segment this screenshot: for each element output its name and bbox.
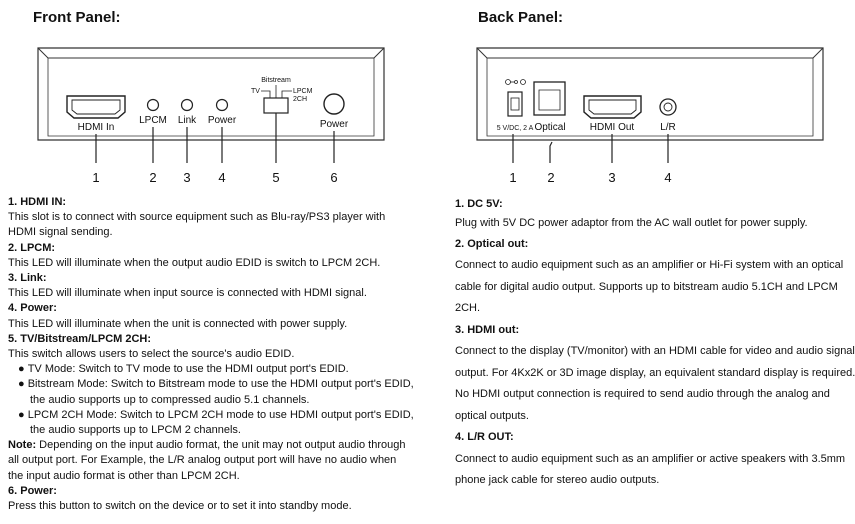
front-note-text: all output port. For Example, the L/R an… bbox=[8, 454, 397, 467]
front-switch-text: This switch allows users to select the s… bbox=[8, 348, 295, 361]
front-hdmi-in-text: This slot is to connect with source equi… bbox=[8, 211, 386, 224]
front-power-button-heading: 6. Power: bbox=[8, 484, 57, 497]
back-dc-heading: 1. DC 5V: bbox=[455, 198, 503, 210]
front-panel-description: 1. HDMI IN: This slot is to connect with… bbox=[8, 195, 428, 514]
back-optical-text: Connect to audio equipment such as an am… bbox=[455, 259, 844, 271]
edid-switch-icon bbox=[261, 85, 292, 114]
front-link-text: This LED will illuminate when input sour… bbox=[8, 287, 367, 300]
dc-jack-icon bbox=[507, 91, 523, 117]
callout-back-1: 1 bbox=[509, 170, 516, 185]
front-panel-outline bbox=[37, 47, 385, 141]
label-hdmi-in: HDMI In bbox=[78, 122, 115, 133]
back-hdmi-out-text: Connect to the display (TV/monitor) with… bbox=[455, 345, 855, 357]
bullet-lpcm-mode: ● LPCM 2CH Mode: Switch to LPCM 2CH mode… bbox=[18, 408, 414, 421]
front-power-button-text: Press this button to switch on the devic… bbox=[8, 500, 352, 513]
front-lpcm-text: This LED will illuminate when the output… bbox=[8, 256, 381, 269]
callout-back-2: 2 bbox=[547, 170, 554, 185]
back-panel-title: Back Panel: bbox=[478, 9, 564, 26]
bullet-tv-mode: ● TV Mode: Switch to TV mode to use the … bbox=[18, 363, 349, 376]
front-link-heading: 3. Link: bbox=[8, 272, 47, 285]
label-lpcm: LPCM bbox=[139, 115, 167, 126]
bullet-lpcm-mode-cont: the audio supports up to LPCM 2 channels… bbox=[30, 424, 241, 437]
front-note-text: the input audio format is other than LPC… bbox=[8, 469, 240, 482]
back-panel-outline bbox=[476, 47, 824, 141]
label-switch-lpcm: LPCM bbox=[293, 88, 313, 95]
back-lr-text: Connect to audio equipment such as an am… bbox=[455, 452, 846, 465]
bullet-bitstream-mode-cont: the audio supports up to compressed audi… bbox=[30, 393, 310, 406]
back-lr-heading: 4. L/R OUT: bbox=[455, 431, 514, 443]
back-hdmi-out-text: optical outputs. bbox=[455, 409, 529, 422]
back-optical-text: 2CH. bbox=[455, 302, 481, 314]
back-panel-diagram: 5 V/DC, 2 A Optical HDMI Out L/R 1 2 3 4 bbox=[476, 47, 824, 185]
front-panel-diagram: HDMI In LPCM Link Power Power Bitstream … bbox=[37, 47, 385, 185]
callout-front-3: 3 bbox=[183, 170, 190, 185]
front-switch-heading: 5. TV/Bitstream/LPCM 2CH: bbox=[8, 332, 152, 345]
front-hdmi-in-heading: 1. HDMI IN: bbox=[8, 196, 67, 208]
bullet-bitstream-mode: ● Bitstream Mode: Switch to Bitstream mo… bbox=[18, 378, 414, 391]
front-note: Note: Depending on the input audio forma… bbox=[8, 439, 406, 452]
back-hdmi-out-heading: 3. HDMI out: bbox=[455, 323, 520, 336]
hdmi-out-port-icon bbox=[583, 95, 642, 119]
back-hdmi-out-text: output. For 4Kx2K or 3D image display, a… bbox=[455, 366, 855, 379]
front-hdmi-in-text: HDMI signal sending. bbox=[8, 226, 113, 239]
label-power-led: Power bbox=[208, 115, 237, 126]
link-led-icon bbox=[180, 98, 194, 112]
hdmi-in-port-icon bbox=[66, 95, 126, 119]
label-dc: 5 V/DC, 2 A bbox=[497, 125, 534, 132]
front-power-led-heading: 4. Power: bbox=[8, 302, 57, 315]
back-hdmi-out-text: No HDMI output connection is required to… bbox=[455, 388, 830, 400]
label-hdmi-out: HDMI Out bbox=[590, 122, 635, 133]
lpcm-led-icon bbox=[146, 98, 160, 112]
callout-back-4: 4 bbox=[664, 170, 671, 185]
back-optical-heading: 2. Optical out: bbox=[455, 238, 529, 250]
callout-back-3: 3 bbox=[608, 170, 615, 185]
bullet-icon: ● bbox=[18, 378, 28, 391]
lr-jack-icon bbox=[659, 98, 677, 116]
label-switch-bitstream: Bitstream bbox=[261, 77, 291, 84]
bullet-icon: ● bbox=[18, 363, 28, 376]
label-power-button: Power bbox=[320, 119, 349, 130]
label-lr: L/R bbox=[660, 122, 676, 133]
power-led-icon bbox=[215, 98, 229, 112]
label-switch-tv: TV bbox=[251, 88, 260, 95]
back-optical-text: cable for digital audio output. Supports… bbox=[455, 280, 838, 293]
back-panel-description: 1. DC 5V: Plug with 5V DC power adaptor … bbox=[455, 195, 855, 492]
dc-polarity-icon bbox=[505, 79, 526, 85]
front-panel-title: Front Panel: bbox=[33, 9, 121, 26]
callout-front-1: 1 bbox=[92, 170, 99, 185]
callout-front-2: 2 bbox=[149, 170, 156, 185]
back-lr-text: phone jack cable for stereo audio output… bbox=[455, 474, 660, 486]
callout-front-5: 5 bbox=[272, 170, 279, 185]
optical-port-icon bbox=[533, 81, 566, 116]
bullet-icon: ● bbox=[18, 408, 28, 421]
callout-front-6: 6 bbox=[330, 170, 337, 185]
label-optical: Optical bbox=[534, 122, 565, 133]
back-dc-text: Plug with 5V DC power adaptor from the A… bbox=[455, 217, 808, 229]
callout-front-4: 4 bbox=[218, 170, 225, 185]
front-power-led-text: This LED will illuminate when the unit i… bbox=[8, 317, 348, 330]
front-lpcm-heading: 2. LPCM: bbox=[8, 241, 56, 254]
label-link: Link bbox=[178, 115, 197, 126]
label-switch-2ch: 2CH bbox=[293, 96, 307, 103]
power-button-icon bbox=[323, 93, 345, 115]
